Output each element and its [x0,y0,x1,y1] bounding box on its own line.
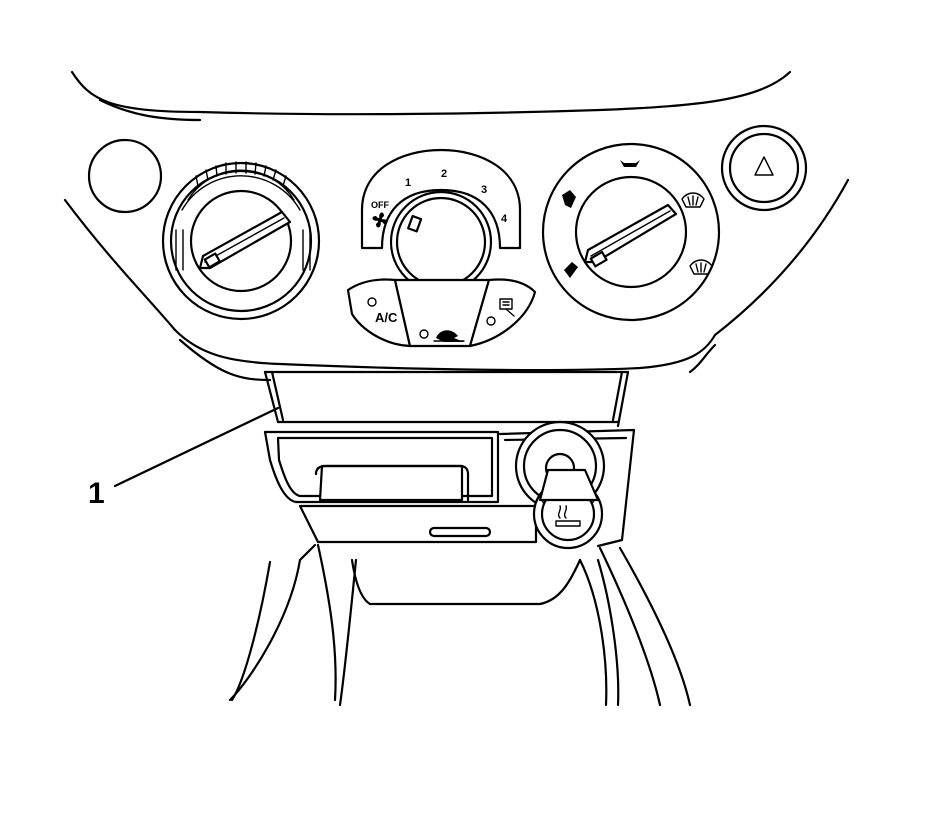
fan-speed-1: 1 [405,177,411,189]
windshield-defrost-icon [681,192,705,208]
recirculation-icon [433,330,465,342]
fan-off-label: OFF [371,200,389,210]
rear-defrost-button[interactable] [486,298,515,326]
fan-speed-dial[interactable]: OFF 1 2 3 4 [360,148,522,294]
vent-feet-icon [564,262,578,278]
center-trim-panel [263,370,630,428]
vent-face-icon [620,160,640,167]
cigarette-lighter-icon [555,505,581,527]
callout-number: 1 [88,477,105,510]
vent-face-feet-icon [562,190,576,208]
cigarette-lighter[interactable] [498,420,636,550]
storage-pocket[interactable] [263,430,500,504]
windshield-defrost-max-icon [689,259,713,275]
fan-icon [372,212,388,228]
ac-label: A/C [375,310,398,325]
left-vent-knob[interactable] [161,161,321,321]
dashboard-outline [63,70,850,382]
ac-button[interactable]: A/C [367,297,398,325]
fan-speed-4: 4 [501,213,508,225]
hvac-button-strip [346,278,537,348]
callout-1: 1 [88,406,280,510]
fan-speed-3: 3 [481,184,487,196]
recirculation-button[interactable] [419,329,465,342]
lower-console [228,543,692,707]
fan-speed-2: 2 [441,168,447,180]
left-blank-cap [87,138,163,214]
rear-defrost-icon [499,298,515,317]
lower-trim-panel[interactable] [298,504,538,544]
hazard-triangle-icon [754,156,774,176]
hazard-button[interactable] [720,124,808,212]
air-mode-dial[interactable] [541,142,721,322]
